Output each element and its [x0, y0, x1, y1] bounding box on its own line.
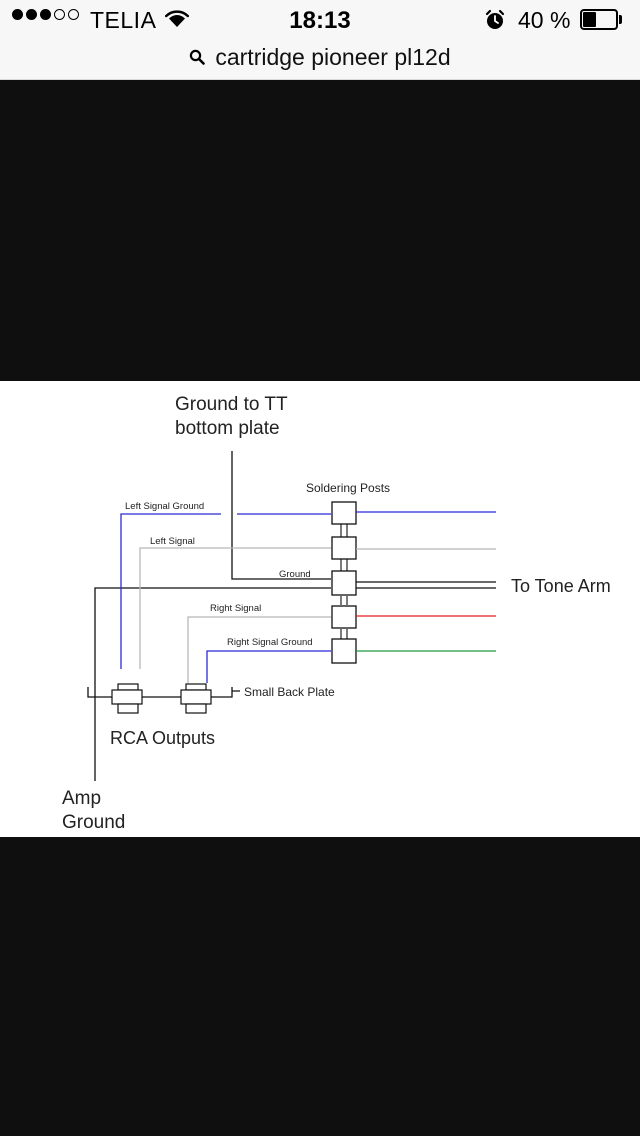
label-left-signal-ground: Left Signal Ground [125, 501, 204, 512]
label-right-signal: Right Signal [210, 603, 261, 614]
address-bar[interactable]: cartridge pioneer pl12d [0, 40, 640, 74]
soldering-post-2 [331, 536, 357, 560]
label-ground-to-tt-line1: Ground to TT [175, 394, 288, 415]
soldering-post-5 [331, 638, 357, 664]
rca-jack-left [111, 683, 143, 714]
battery-level-fill [583, 12, 596, 27]
right-signal-ground-wire [206, 650, 331, 683]
wifi-icon [165, 10, 189, 27]
label-amp-ground-line2: Ground [62, 812, 125, 833]
soldering-post-4 [331, 605, 357, 629]
status-bar: TELIA 18:13 40 % [0, 0, 640, 40]
small-back-plate [87, 687, 240, 698]
left-signal-ground-wire [120, 513, 221, 669]
battery-icon [580, 9, 622, 30]
alarm-clock-icon [485, 9, 505, 29]
soldering-post-1 [331, 501, 357, 525]
label-left-signal: Left Signal [150, 536, 195, 547]
search-query-text: cartridge pioneer pl12d [215, 43, 451, 70]
label-rca-outputs: RCA Outputs [110, 728, 215, 748]
label-right-signal-ground: Right Signal Ground [227, 637, 313, 648]
label-ground-to-tt-line2: bottom plate [175, 418, 280, 439]
soldering-post-3 [331, 570, 357, 596]
right-signal-wire [187, 616, 331, 683]
label-amp-ground-line1: Amp [62, 788, 101, 809]
rca-jack-right [180, 683, 212, 714]
tone-arm-ground-wires [356, 581, 496, 589]
left-signal-wire [139, 547, 331, 669]
cell-signal-icon [12, 9, 79, 20]
label-ground: Ground [279, 569, 311, 580]
battery-percent: 40 % [518, 7, 571, 33]
browser-top-bar: TELIA 18:13 40 % cartridge pioneer pl12d [0, 0, 640, 80]
amp-ground-wire [94, 587, 331, 781]
label-soldering-posts: Soldering Posts [306, 481, 390, 495]
ground-to-tt-wire [231, 451, 331, 580]
search-icon [190, 49, 206, 65]
clock: 18:13 [289, 7, 351, 34]
label-to-tone-arm: To Tone Arm [511, 576, 611, 596]
carrier-name: TELIA [90, 7, 157, 33]
wiring-diagram: Ground to TT bottom plate Soldering Post… [62, 394, 611, 833]
wiring-diagram-image[interactable]: Ground to TT bottom plate Soldering Post… [0, 381, 640, 837]
label-small-back-plate: Small Back Plate [244, 685, 335, 699]
